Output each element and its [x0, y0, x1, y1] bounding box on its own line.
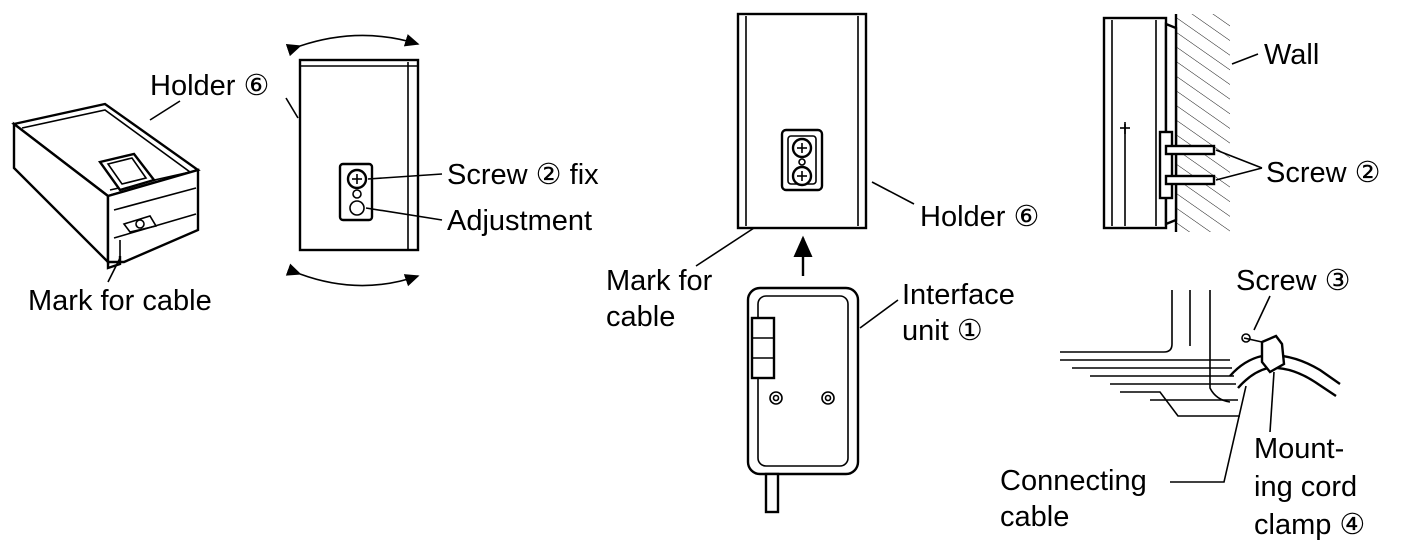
holder-isometric-figure	[11, 102, 201, 270]
fig5-clamp-line3: clamp ④	[1254, 509, 1365, 541]
adjustment-slot	[349, 200, 365, 216]
wall-screw-lower	[1164, 174, 1216, 186]
interface-unit-body	[746, 286, 860, 476]
fig5-clamp-line2: ing cord	[1254, 471, 1357, 503]
interface-cable	[764, 472, 780, 514]
fig4-wall-leader	[1231, 53, 1259, 65]
fig2-adjustment-label: Adjustment	[447, 205, 592, 237]
fig3-holder-label: Holder ⑥	[920, 201, 1039, 233]
fig5-screw-leader	[1253, 295, 1271, 331]
fig3-interface-line2: unit ①	[902, 315, 983, 347]
fig5-clamp-leader	[1269, 371, 1275, 433]
fig3-interface-leader	[859, 299, 899, 329]
cord-clamp	[1260, 334, 1286, 374]
fig5-connecting-line2: cable	[1000, 501, 1069, 533]
fig5-connecting-leader	[1170, 385, 1247, 483]
holder-bracket	[1158, 130, 1174, 200]
fig2-screw-leader	[367, 173, 443, 180]
fig4-screw-leader-upper	[1215, 149, 1263, 169]
fig2-screw-fix-label: Screw ② fix	[447, 159, 599, 191]
holder-body	[736, 12, 868, 230]
rotate-arrow-top	[285, 34, 420, 57]
fig5-connecting-line1: Connecting	[1000, 465, 1147, 497]
fig3-mark-leader	[695, 227, 755, 267]
fig4-screw-label: Screw ②	[1266, 157, 1381, 189]
fig5-screw-label: Screw ③	[1236, 265, 1351, 297]
fig4-screw-leader-lower	[1215, 167, 1263, 181]
wall-side-figure	[1102, 14, 1230, 232]
wall-screw-upper	[1164, 144, 1216, 156]
fig1-mark-for-cable-label: Mark for cable	[28, 285, 212, 317]
wall-hatch	[1176, 14, 1230, 232]
fig1-mark-leader	[107, 257, 121, 283]
fig3-mark-line2: cable	[606, 301, 675, 333]
interface-unit-figure	[746, 286, 860, 514]
fig3-interface-line1: Interface	[902, 279, 1015, 311]
fig4-wall-label: Wall	[1264, 39, 1319, 71]
fig3-mark-line1: Mark for	[606, 265, 713, 297]
fig1-holder-leader	[149, 100, 181, 121]
cable-clamp-figure	[1060, 290, 1341, 417]
clamp-screw	[1243, 337, 1263, 343]
holder-front-body	[298, 58, 420, 252]
holder-mount-figure	[736, 12, 868, 230]
holder-front-figure	[285, 34, 420, 287]
fig2-adjustment-leader	[365, 207, 443, 221]
fig5-clamp-line1: Mount-	[1254, 433, 1344, 465]
appliance-edge	[1060, 290, 1173, 353]
fig1-holder-label: Holder ⑥	[150, 70, 269, 102]
rotate-arrow-bottom	[285, 263, 420, 287]
fig3-holder-leader	[871, 181, 915, 205]
interface-connector	[750, 316, 776, 380]
fig2-holder-leader	[285, 97, 299, 119]
